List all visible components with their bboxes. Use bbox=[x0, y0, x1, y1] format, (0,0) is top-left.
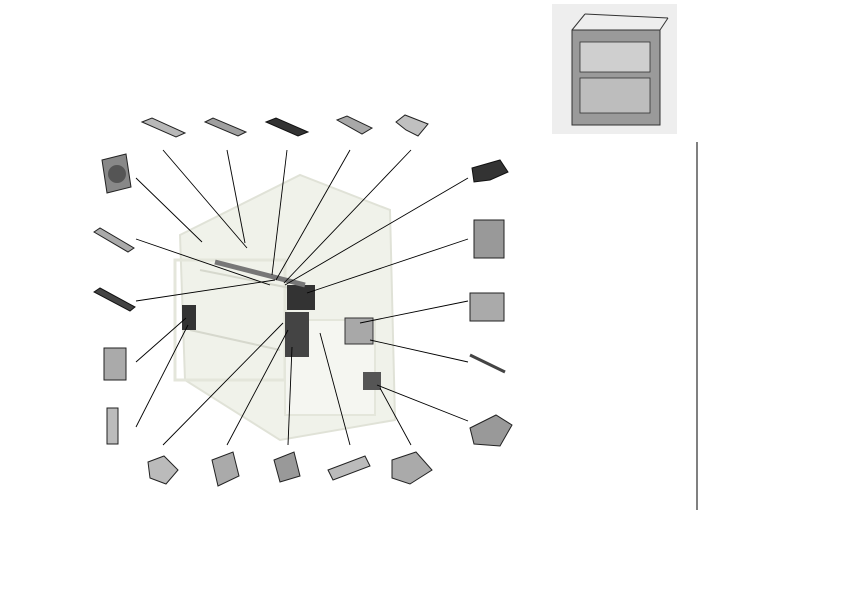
part-bottom-3 bbox=[273, 451, 301, 483]
part-right-4 bbox=[469, 353, 506, 374]
assembly-thumbnail bbox=[552, 4, 677, 134]
part-bottom-1 bbox=[147, 455, 179, 485]
part-left-4 bbox=[103, 347, 127, 381]
part-top-3 bbox=[264, 117, 310, 137]
part-left-fan bbox=[101, 153, 132, 194]
part-bottom-4 bbox=[327, 455, 371, 481]
part-bottom-2 bbox=[211, 451, 240, 487]
leader-lines bbox=[135, 149, 469, 446]
part-right-5 bbox=[469, 414, 513, 447]
part-bottom-5 bbox=[391, 451, 433, 485]
part-top-2 bbox=[203, 117, 248, 137]
part-left-2 bbox=[93, 227, 135, 253]
part-right-1 bbox=[471, 159, 509, 183]
main-frame bbox=[173, 173, 397, 442]
part-top-5 bbox=[395, 114, 429, 137]
part-top-4 bbox=[335, 115, 374, 135]
part-left-3 bbox=[93, 287, 136, 312]
central-assembly bbox=[182, 259, 381, 390]
part-left-5 bbox=[106, 407, 119, 445]
part-top-1 bbox=[140, 117, 187, 138]
part-right-2 bbox=[473, 219, 505, 259]
part-right-3 bbox=[469, 292, 505, 322]
